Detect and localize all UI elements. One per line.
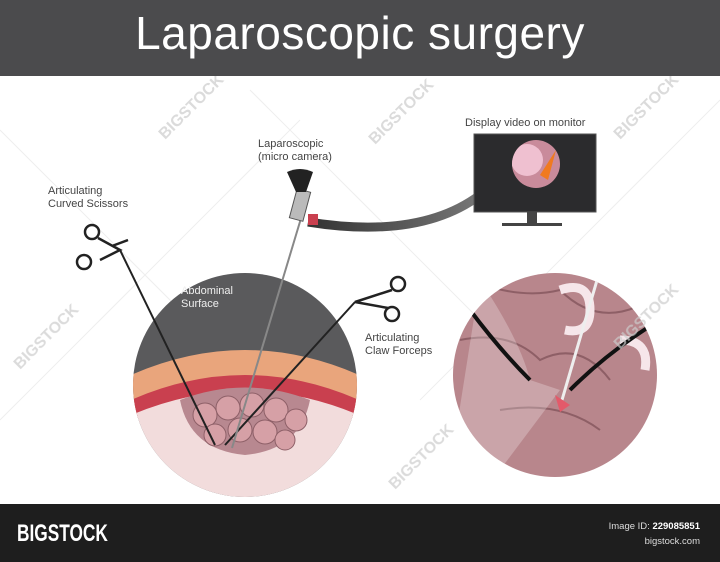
illustration: BIGSTOCK BIGSTOCK BIGSTOCK BIGSTOCK BIGS… bbox=[0, 76, 720, 497]
label-line: Laparoscopic bbox=[258, 138, 324, 150]
svg-text:BIGSTOCK: BIGSTOCK bbox=[156, 76, 228, 143]
laparoscope-camera bbox=[231, 169, 483, 449]
site-link: bigstock.com bbox=[644, 536, 700, 547]
svg-text:BIGSTOCK: BIGSTOCK bbox=[386, 421, 458, 493]
svg-text:BIGSTOCK: BIGSTOCK bbox=[611, 76, 683, 143]
abdomen-cross-section bbox=[133, 273, 357, 497]
label-line: Curved Scissors bbox=[48, 198, 129, 210]
footer: BIGSTOCK Image ID: 229085851 bigstock.co… bbox=[0, 504, 720, 562]
svg-text:BIGSTOCK: BIGSTOCK bbox=[366, 76, 438, 148]
curved-scissors bbox=[75, 223, 216, 446]
image-id: 229085851 bbox=[652, 521, 700, 532]
claw-forceps bbox=[224, 275, 407, 446]
label-line: Surface bbox=[181, 298, 219, 310]
label-line: Articulating bbox=[48, 185, 103, 197]
image-id-label: Image ID: bbox=[608, 521, 650, 532]
label-monitor: Display video on monitor bbox=[465, 117, 586, 129]
internal-view bbox=[453, 273, 657, 477]
title-bar: Laparoscopic surgery bbox=[0, 0, 720, 76]
brand-logo: BIGSTOCK bbox=[17, 520, 108, 547]
image-info: Image ID: 229085851 bigstock.com bbox=[609, 519, 700, 549]
label-line: Articulating bbox=[365, 332, 420, 344]
page-title: Laparoscopic surgery bbox=[135, 7, 585, 59]
label-line: Claw Forceps bbox=[365, 345, 433, 357]
svg-text:BIGSTOCK: BIGSTOCK bbox=[11, 301, 83, 373]
monitor bbox=[473, 133, 597, 226]
label-line: Abdominal bbox=[181, 285, 233, 297]
label-camera: Laparoscopic(micro camera) bbox=[258, 138, 332, 164]
label-line: (micro camera) bbox=[258, 151, 332, 163]
